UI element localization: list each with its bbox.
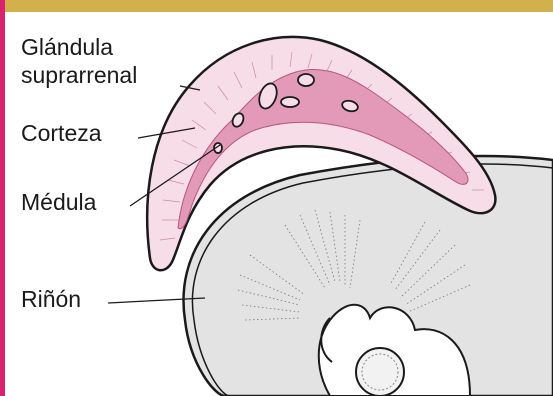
label-corteza: Corteza <box>21 120 102 146</box>
label-rinon: Riñón <box>21 286 81 312</box>
label-glandula-suprarrenal-line2: suprarrenal <box>21 62 137 88</box>
label-glandula-suprarrenal-line1: Glándula <box>21 34 113 60</box>
renal-vessel <box>356 348 404 396</box>
label-medula: Médula <box>21 189 96 215</box>
